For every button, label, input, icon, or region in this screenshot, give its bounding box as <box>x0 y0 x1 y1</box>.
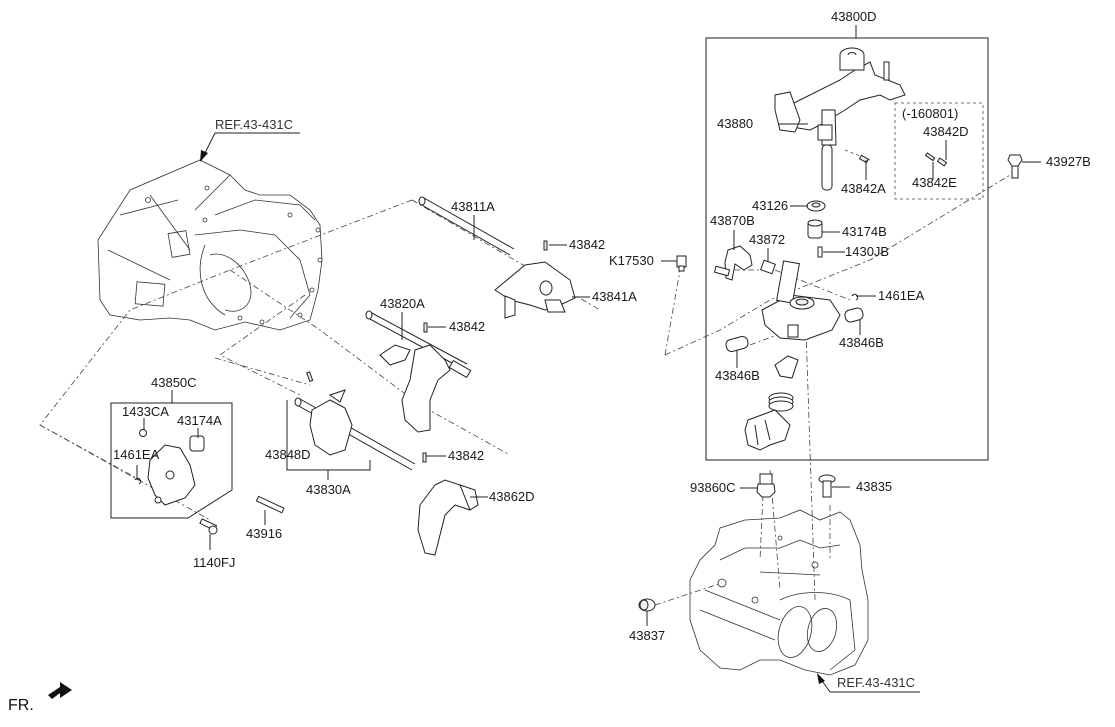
shift-rail-43820A-drawing <box>365 310 472 433</box>
part-label-43841A[interactable]: 43841A <box>592 289 637 304</box>
part-label-43916[interactable]: 43916 <box>246 526 283 541</box>
part-label-43842-upper[interactable]: 43842 <box>569 237 606 252</box>
part-label-43820A[interactable]: 43820A <box>380 296 425 311</box>
front-direction-label: FR. <box>8 697 34 714</box>
shift-rail-43830A-drawing <box>294 389 416 471</box>
part-label-43174A[interactable]: 43174A <box>177 413 222 428</box>
part-label-43846B-right[interactable]: 43846B <box>839 335 884 350</box>
part-label-1430JB[interactable]: 1430JB <box>845 244 890 259</box>
selector-lever-43850C-drawing <box>147 444 196 506</box>
shift-fork-43841A-drawing <box>494 261 576 319</box>
shift-rail-43811A-drawing <box>418 196 515 256</box>
part-label-43174B[interactable]: 43174B <box>842 224 887 239</box>
shift-fork-43862D-drawing <box>417 479 479 556</box>
part-label-43842-lower[interactable]: 43842 <box>448 448 485 463</box>
part-label-43842E[interactable]: 43842E <box>912 175 957 190</box>
reference-label-top-left[interactable]: REF.43-431C <box>215 117 294 132</box>
transmission-case-right-drawing <box>689 509 869 676</box>
part-label-43835[interactable]: 43835 <box>856 479 893 494</box>
part-label-43800D[interactable]: 43800D <box>831 9 877 24</box>
part-label-43870B[interactable]: 43870B <box>710 213 755 228</box>
bolt-1140FJ-drawing <box>199 518 218 535</box>
subassembly-date-label: (-160801) <box>902 106 959 121</box>
part-label-1461EA-left[interactable]: 1461EA <box>113 447 160 462</box>
part-label-43850C[interactable]: 43850C <box>151 375 197 390</box>
part-label-43880[interactable]: 43880 <box>717 116 754 131</box>
part-label-43862D[interactable]: 43862D <box>489 489 535 504</box>
part-label-43846B-left[interactable]: 43846B <box>715 368 760 383</box>
assembly-box-43800D <box>705 37 989 461</box>
part-label-43842D[interactable]: 43842D <box>923 124 969 139</box>
part-label-43811A[interactable]: 43811A <box>451 199 495 214</box>
part-label-43842-middle[interactable]: 43842 <box>449 319 486 334</box>
switch-93860C-drawing <box>756 473 776 498</box>
part-label-K17530[interactable]: K17530 <box>609 253 654 268</box>
shift-lever-43880-drawing <box>774 47 906 191</box>
bolt-43927B-drawing <box>1007 154 1023 179</box>
assembly-box-43850C <box>110 402 233 519</box>
stud-43916-drawing <box>255 495 285 514</box>
bolt-43835-drawing <box>818 474 836 498</box>
front-direction-arrow-icon <box>48 682 72 699</box>
part-label-1140FJ[interactable]: 1140FJ <box>193 555 236 570</box>
spring-drawing <box>768 392 794 412</box>
part-label-1461EA-right[interactable]: 1461EA <box>878 288 925 303</box>
part-label-43872[interactable]: 43872 <box>749 232 786 247</box>
transmission-case-left-drawing <box>97 159 323 331</box>
subassembly-box-160801 <box>894 102 984 200</box>
part-label-43837[interactable]: 43837 <box>629 628 666 643</box>
part-label-93860C[interactable]: 93860C <box>690 480 736 495</box>
reference-label-bottom-right[interactable]: REF.43-431C <box>837 675 916 690</box>
part-label-43830A[interactable]: 43830A <box>306 482 351 497</box>
part-label-43848D[interactable]: 43848D <box>265 447 311 462</box>
shift-housing-drawing <box>761 260 841 341</box>
selector-43870B-drawing <box>713 245 753 281</box>
part-label-43842A[interactable]: 43842A <box>841 181 886 196</box>
part-label-43126[interactable]: 43126 <box>752 198 789 213</box>
part-label-1433CA[interactable]: 1433CA <box>122 404 169 419</box>
part-label-43927B[interactable]: 43927B <box>1046 154 1091 169</box>
